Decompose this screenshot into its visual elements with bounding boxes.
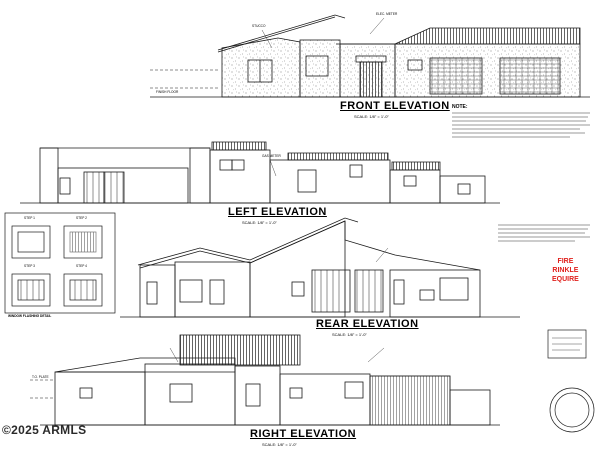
fire-stamp-line-1: FIRE: [557, 258, 574, 265]
left-elevation-scale: SCALE: 1/8" = 1'-0": [242, 220, 277, 225]
fire-stamp-line-2: RINKLE: [552, 267, 579, 274]
front-elevation-title: FRONT ELEVATION: [340, 100, 450, 112]
fire-sprinkler-stamp: FIRE RINKLE EQUIRE: [552, 257, 579, 284]
callout-gas-meter: GAS METER: [262, 154, 281, 158]
rear-elevation-drawing: [120, 217, 520, 318]
flashing-detail-title: WINDOW FLASHING DETAIL: [8, 314, 52, 318]
callout-stucco: STUCCO: [252, 24, 266, 28]
listing-watermark: ©2025 ARMLS: [2, 423, 87, 437]
callout-leaders: [169, 17, 389, 363]
rear-elevation-title: REAR ELEVATION: [316, 318, 419, 330]
notes-block: [452, 112, 590, 242]
callout-top-of-plate: T.O. PLATE: [32, 375, 49, 379]
flashing-step-4: STEP 4: [76, 264, 87, 268]
front-elevation-scale: SCALE: 1/8" = 1'-0": [354, 114, 389, 119]
flashing-step-3: STEP 3: [24, 264, 35, 268]
flashing-step-2: STEP 2: [76, 216, 87, 220]
architect-seal: [547, 329, 595, 433]
window-flashing-detail: [4, 212, 116, 314]
left-elevation-drawing: [20, 141, 500, 204]
right-elevation-scale: SCALE: 1/8" = 1'-0": [262, 442, 297, 447]
callout-finish-floor: FINISH FLOOR: [156, 90, 179, 94]
callout-elec-meter: ELEC. METER: [376, 12, 398, 16]
left-elevation-title: LEFT ELEVATION: [228, 206, 327, 218]
notes-heading: NOTE:: [452, 104, 468, 110]
rear-elevation-scale: SCALE: 1/8" = 1'-0": [332, 332, 367, 337]
fire-stamp-line-3: EQUIRE: [552, 276, 579, 283]
right-elevation-title: RIGHT ELEVATION: [250, 428, 357, 440]
right-elevation-drawing: [30, 334, 500, 426]
flashing-step-1: STEP 1: [24, 216, 35, 220]
front-elevation-drawing: [150, 14, 590, 98]
